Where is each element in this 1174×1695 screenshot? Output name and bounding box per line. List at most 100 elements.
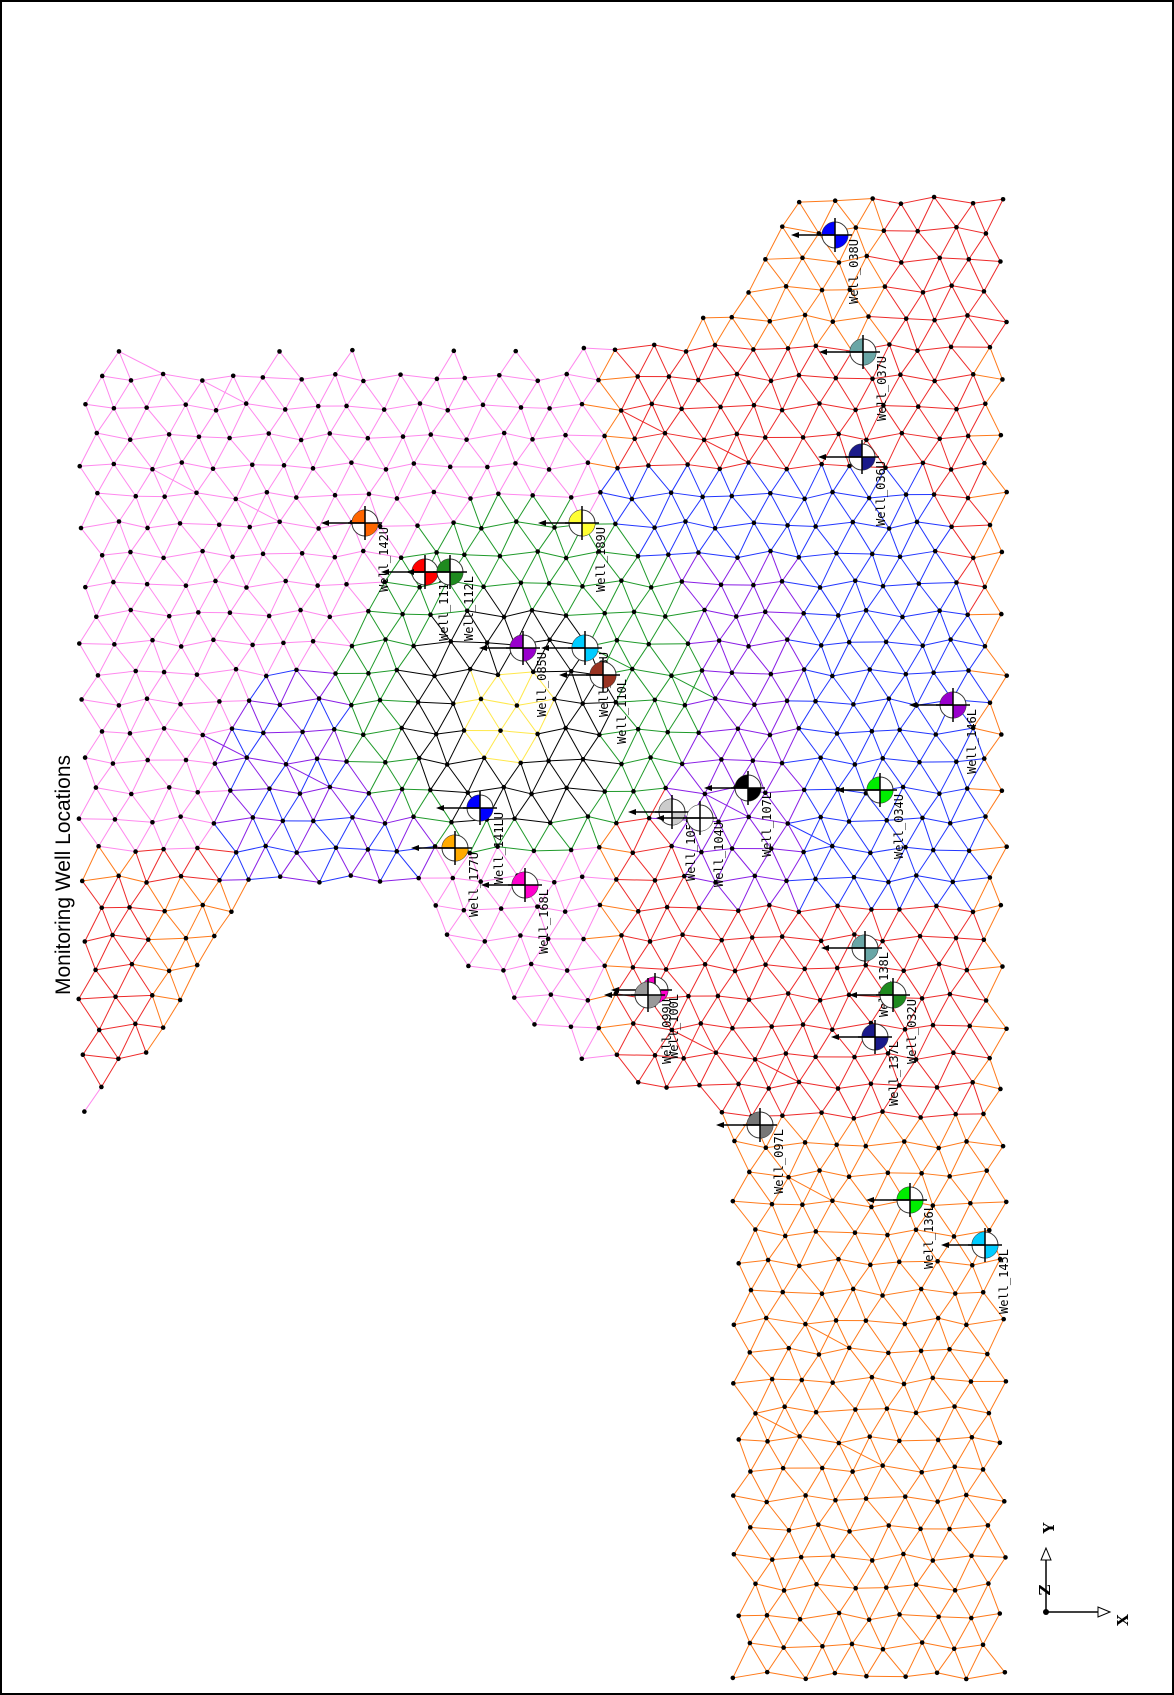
mesh-edge [799,1258,839,1267]
mesh-edge [554,876,583,883]
well-marker-well-107l[interactable]: Well_107L [704,771,774,857]
well-marker-well-032u[interactable]: Well_032U [849,978,919,1064]
mesh-edge [164,904,203,912]
well-marker-well-104u[interactable]: Well_104U [656,801,726,887]
mesh-edge [129,698,148,734]
mesh-edge [819,377,837,404]
mesh-edge [632,966,667,970]
mesh-edge [599,846,633,854]
mesh-node [630,1021,636,1026]
mesh-edge [883,230,902,263]
mesh-edge [634,432,666,440]
mesh-edge [79,643,115,645]
mesh-edge [631,498,655,528]
mesh-node [820,1643,825,1649]
mesh-edge [949,1170,987,1177]
mesh-edge [955,1291,984,1295]
mesh-edge [168,937,187,972]
mesh-node [82,1109,87,1114]
mesh-edge [802,257,840,264]
mesh-edge [396,498,418,526]
mesh-edge [246,553,264,588]
mesh-edge [954,1466,967,1496]
well-marker-well-034u[interactable]: Well_034U [836,773,906,859]
well-marker-well-037u[interactable]: Well_037U [819,335,889,421]
mesh-edge [865,1141,905,1147]
mesh-edge [236,845,266,853]
well-marker-well-136l[interactable]: Well_136L [866,1183,936,1269]
mesh-edge [917,319,935,351]
mesh-node [563,432,568,438]
mesh-edge [733,1553,756,1585]
mesh-edge [732,1642,751,1679]
mesh-edge [855,198,874,228]
well-marker-well-112l[interactable]: Well_112L [406,555,476,641]
mesh-node [769,1376,775,1382]
mesh-edge [218,524,234,558]
mesh-edge [868,316,907,320]
well-marker-well-142u[interactable]: Well_142U [321,506,391,592]
mesh-edge [701,669,732,674]
mesh-node [884,818,890,823]
mesh-node [698,1021,704,1026]
mesh-edge [333,729,348,762]
mesh-edge [548,583,567,616]
well-marker-well-177u[interactable]: Well_177U [411,831,481,917]
mesh-edge [599,904,639,912]
well-marker-well-110l[interactable]: Well_110L [559,658,629,744]
mesh-edge [721,1083,739,1113]
mesh-node [116,1056,121,1062]
well-marker-well-085u[interactable]: Well_085U [479,631,549,717]
mesh-edge [732,1471,751,1496]
mesh-edge [112,907,130,936]
mesh-node [596,549,602,554]
mesh-edge [664,432,689,465]
well-marker-well-137l[interactable]: Well_137L [831,1020,901,1106]
mesh-edge [566,970,589,1001]
mesh-node [597,902,603,908]
mesh-edge [435,703,454,735]
mesh-node [900,614,905,620]
mesh-edge [853,1111,883,1119]
mesh-edge [898,1059,917,1086]
mesh-edge [933,639,952,673]
mesh-edge [671,669,703,677]
mesh-edge [936,1087,957,1115]
mesh-edge [185,404,217,411]
well-marker-well-189u[interactable]: Well_189U [538,506,608,592]
mesh-edge [882,758,904,788]
mesh-node [818,643,824,648]
mesh-edge [235,644,254,670]
mesh-edge [482,404,522,408]
mesh-edge [749,1317,767,1353]
mesh-edge [197,612,214,641]
well-marker-well-146l[interactable]: Well_146L [909,688,979,774]
mesh-edge [96,407,115,434]
well-marker-well-097l[interactable]: Well_097L [716,1108,786,1194]
mesh-edge [781,375,800,411]
well-marker-well-138l[interactable]: Well_138L [821,931,891,1017]
mesh-edge [818,1354,834,1383]
well-marker-well-036u[interactable]: Well_036U [818,440,888,526]
mesh-edge [802,1024,817,1058]
mesh-edge [252,644,267,677]
mesh-edge [417,701,437,735]
mesh-edge [633,791,650,819]
mesh-edge [852,1264,871,1290]
mesh-edge [152,994,181,1001]
mesh-edge [113,439,131,465]
mesh-edge [245,403,270,434]
mesh-edge [401,788,414,817]
mesh-edge [969,1025,991,1059]
well-marker-well-145l[interactable]: Well_145L [941,1228,1011,1314]
well-marker-well-099u[interactable]: Well_099U [604,978,674,1064]
well-marker-well-141lu[interactable]: Well_141LU [436,791,506,884]
mesh-edge [853,876,872,910]
well-marker-well-168l[interactable]: Well_168L [481,868,551,954]
mesh-edge [333,704,352,730]
mesh-node [948,467,954,472]
mesh-edge [483,555,501,587]
mesh-edge [95,763,114,788]
well-marker-well-038u[interactable]: Well_038U [791,218,861,304]
